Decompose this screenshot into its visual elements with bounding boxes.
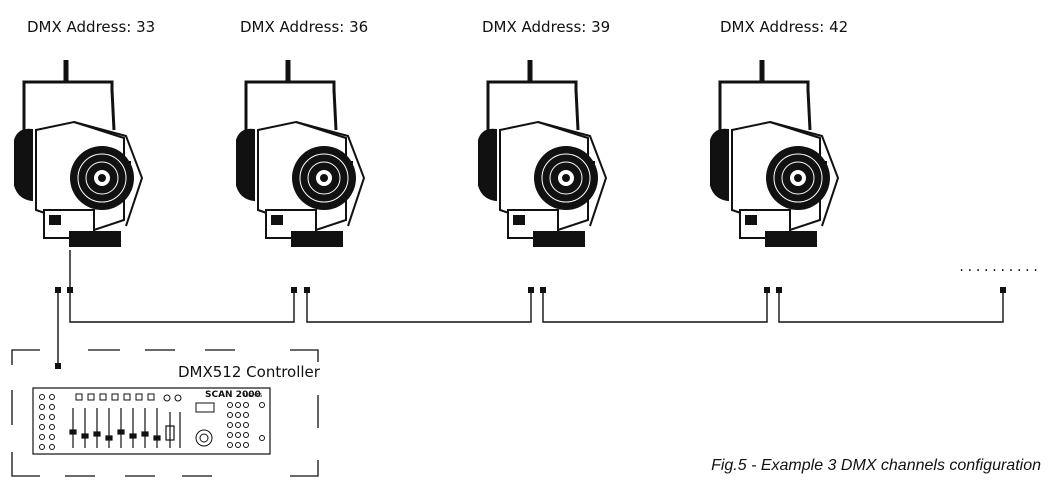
fixture-2-address-label: DMX Address: 36 <box>240 18 369 36</box>
fixture-1-to-2-cable <box>69 290 295 323</box>
chain-continuation-dots: .......... <box>958 260 1041 274</box>
figure-caption: Fig.5 - Example 3 DMX channels configura… <box>711 457 1041 474</box>
controller-brand-text: SCAN 2000 <box>205 390 261 400</box>
fixture-1-spotlight-icon <box>14 60 144 247</box>
dmx512-controller-device <box>32 387 271 455</box>
cable-connectors <box>55 287 1006 369</box>
controller-brand-sub-text: LIGHTS <box>244 393 262 399</box>
fixture-4-to-next-cable <box>778 290 1004 323</box>
fixture-4-spotlight-icon <box>710 60 840 247</box>
fixture-1-address-label: DMX Address: 33 <box>27 18 156 36</box>
fixture-2-spotlight-icon <box>236 60 366 247</box>
fixture-3-to-4-cable <box>542 290 768 323</box>
controller-label: DMX512 Controller <box>178 363 320 381</box>
fixture-3-address-label: DMX Address: 39 <box>482 18 611 36</box>
fixture-3-spotlight-icon <box>478 60 608 247</box>
controller-frame <box>11 349 319 477</box>
fixture-2-to-3-cable <box>306 290 532 323</box>
fixture-4-address-label: DMX Address: 42 <box>720 18 849 36</box>
